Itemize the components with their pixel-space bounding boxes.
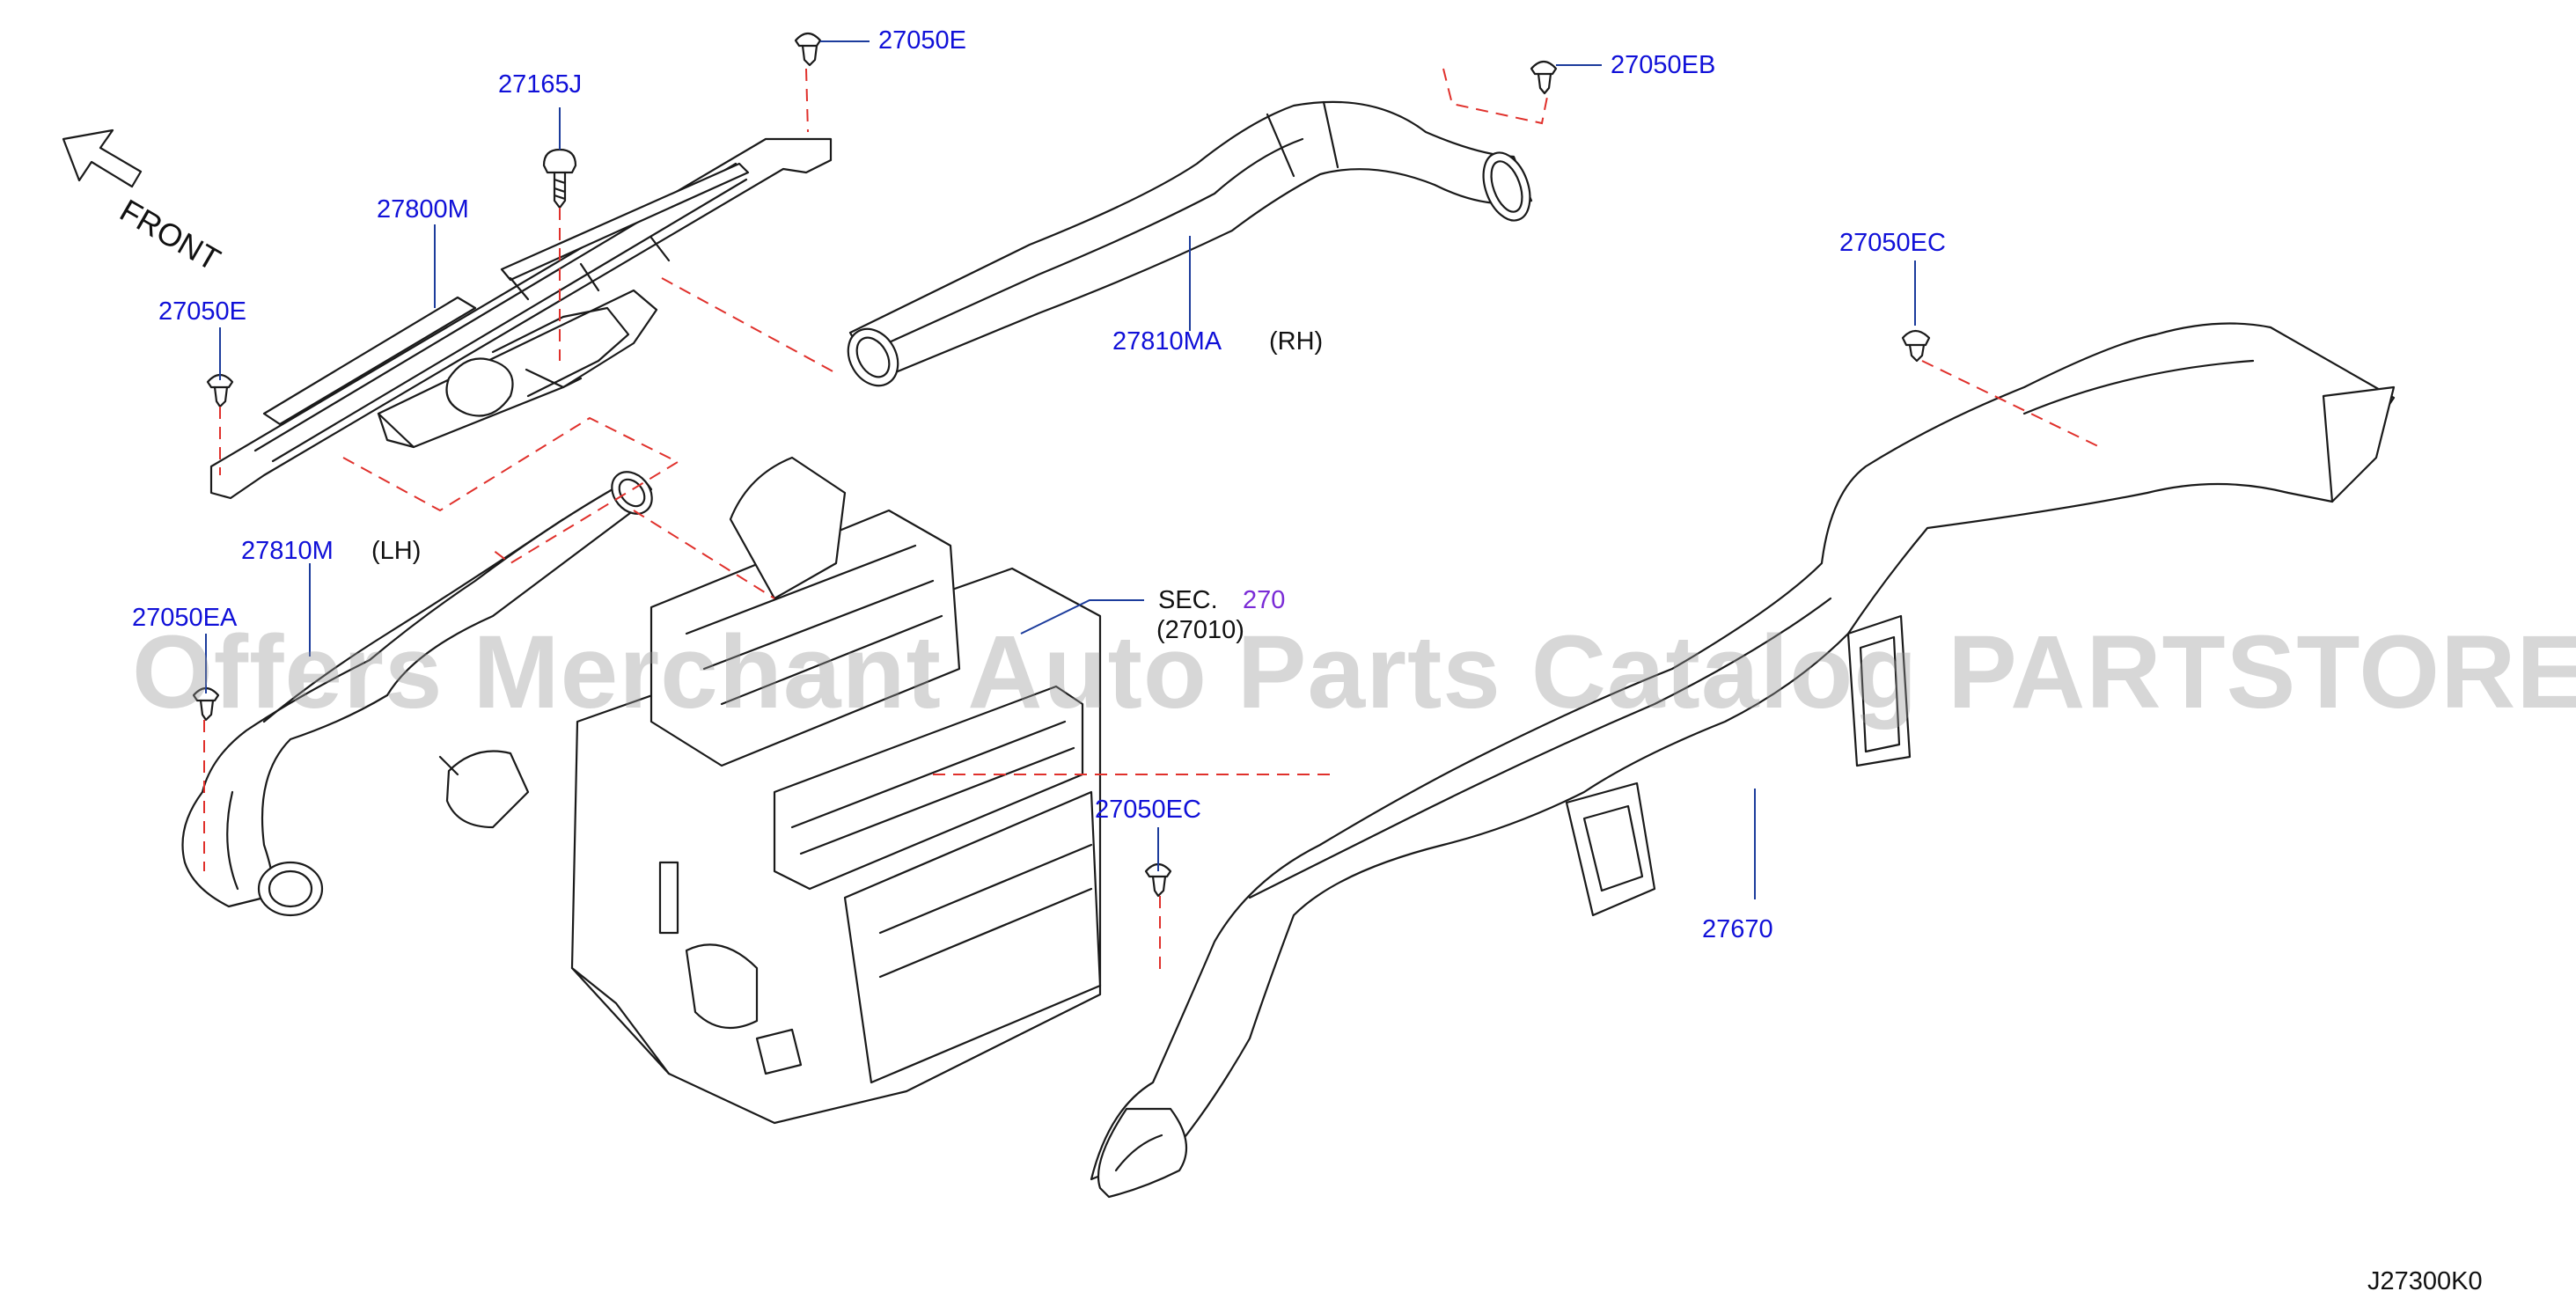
label-27800m: 27800M xyxy=(377,195,469,224)
watermark: Offers Merchant Auto Parts Catalog PARTS… xyxy=(132,614,2576,730)
clip-27050ea xyxy=(192,686,220,722)
front-arrow-icon xyxy=(62,128,143,188)
label-27050ec-mid: 27050EC xyxy=(1095,796,1201,824)
label-27810ma: 27810MA xyxy=(1112,327,1222,356)
label-27050ec-right: 27050EC xyxy=(1839,229,1946,257)
label-27165j: 27165J xyxy=(498,70,583,99)
label-sec-27010: (27010) xyxy=(1156,616,1244,644)
dashed-guides xyxy=(203,68,2104,977)
screw-27165j xyxy=(542,148,577,209)
label-27050e-top: 27050E xyxy=(878,26,966,55)
label-27050e-left: 27050E xyxy=(158,297,246,326)
label-sec: SEC. xyxy=(1158,586,1218,614)
clip-27050ec-right xyxy=(1901,329,1931,363)
label-rh: (RH) xyxy=(1269,327,1324,356)
clip-27050e-top xyxy=(794,32,822,67)
label-27810m: 27810M xyxy=(241,537,334,565)
label-27670: 27670 xyxy=(1702,915,1773,943)
leader-lines xyxy=(205,40,1916,899)
label-27050ea: 27050EA xyxy=(132,604,238,632)
label-27050eb: 27050EB xyxy=(1611,51,1716,79)
heater-unit-sec270 xyxy=(438,456,1102,1125)
main-duct-27670 xyxy=(1090,322,2396,1199)
diagram-code: J27300K0 xyxy=(2367,1267,2483,1295)
clip-27050eb xyxy=(1530,60,1558,95)
label-lh: (LH) xyxy=(371,537,422,565)
label-sec-270: 270 xyxy=(1243,586,1286,614)
defroster-nozzle-27800m xyxy=(209,137,833,500)
